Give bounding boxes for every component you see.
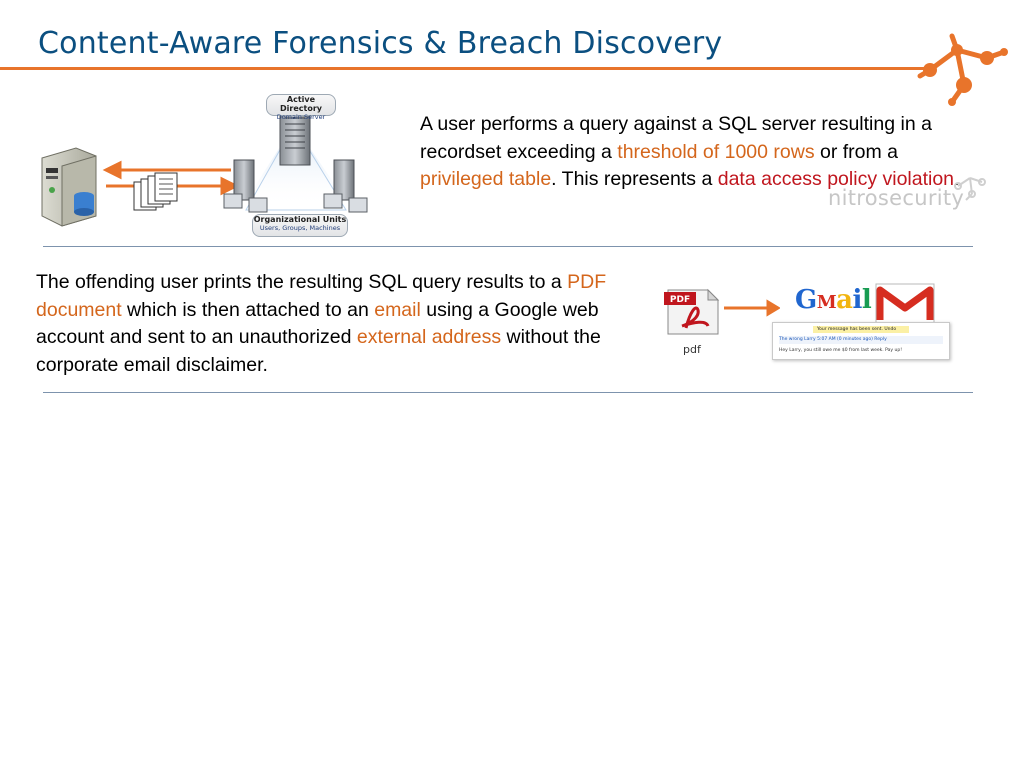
section2-text-part1: The offending user prints the resulting … — [36, 271, 568, 293]
gmail-envelope-icon — [875, 283, 935, 325]
section2-text-part3: using a Google web account and sent to a… — [36, 298, 599, 349]
section1-text-part4: . — [954, 168, 960, 190]
nitrosecurity-watermark: nitrosecurity — [828, 186, 965, 210]
nitrosecurity-logo-icon — [954, 177, 986, 201]
gmail-letter-l: l — [861, 285, 872, 315]
external-address-highlight: external address — [356, 326, 502, 348]
gmail-letter-i: i — [852, 285, 863, 315]
policy-violation-highlight: data access policy violation — [717, 168, 955, 190]
molecule-network-icon — [917, 33, 1008, 106]
gmail-letter-m: M — [816, 292, 837, 313]
threshold-highlight: threshold of 1000 rows — [617, 140, 815, 163]
active-directory-label: Active Directory Domain Server — [266, 94, 336, 121]
section1-paragraph: A user performs a query against a SQL se… — [420, 111, 985, 194]
section2-paragraph: The offending user prints the resulting … — [36, 269, 621, 379]
section-divider-2 — [43, 392, 973, 393]
ad-label-line2: Domain Server — [276, 113, 326, 121]
ou-label-line2: Users, Groups, Machines — [259, 224, 341, 232]
pdf-file-icon: PDF — [664, 288, 780, 335]
section1-text-part3: . This represents a — [551, 168, 718, 190]
pdf-badge-text: PDF — [670, 295, 690, 305]
section2-text-part2: which is then attached to an — [121, 298, 375, 321]
gmail-sent-notice: Your message has been sent. Undo — [813, 326, 909, 333]
gmail-letter-g: G — [795, 285, 817, 315]
gmail-message-header: The wrong Larry 5:07 AM (0 minutes ago) … — [779, 336, 943, 344]
database-server-icon — [41, 147, 97, 227]
section2-text-part4: without the corporate email disclaimer. — [36, 326, 601, 376]
slide-title: Content-Aware Forensics & Breach Discove… — [38, 26, 723, 61]
gmail-sent-message-panel: Your message has been sent. Undo The wro… — [772, 322, 950, 360]
privileged-table-highlight: privileged table — [420, 168, 552, 190]
section1-text-part2: or from a — [814, 140, 899, 163]
gmail-wordmark: GMail — [795, 285, 872, 315]
active-directory-network-icon — [223, 109, 368, 213]
gmail-letter-a: a — [836, 285, 853, 315]
section1-text-part1: A user performs a query against a SQL se… — [420, 113, 932, 163]
section-divider-1 — [43, 246, 973, 247]
gmail-message-body: Hey Larry, you still owe me $0 from last… — [779, 348, 903, 353]
pdf-caption: pdf — [683, 343, 701, 356]
ou-label-line1: Organizational Units — [253, 215, 347, 224]
pdf-document-highlight: PDF document — [36, 271, 607, 321]
records-stack-icon — [133, 172, 178, 211]
ad-label-line1: Active Directory — [280, 95, 322, 113]
organizational-units-label: Organizational Units Users, Groups, Mach… — [252, 214, 348, 237]
email-highlight: email — [374, 298, 421, 321]
title-underline — [0, 67, 934, 70]
sql-query-diagram — [41, 109, 368, 227]
